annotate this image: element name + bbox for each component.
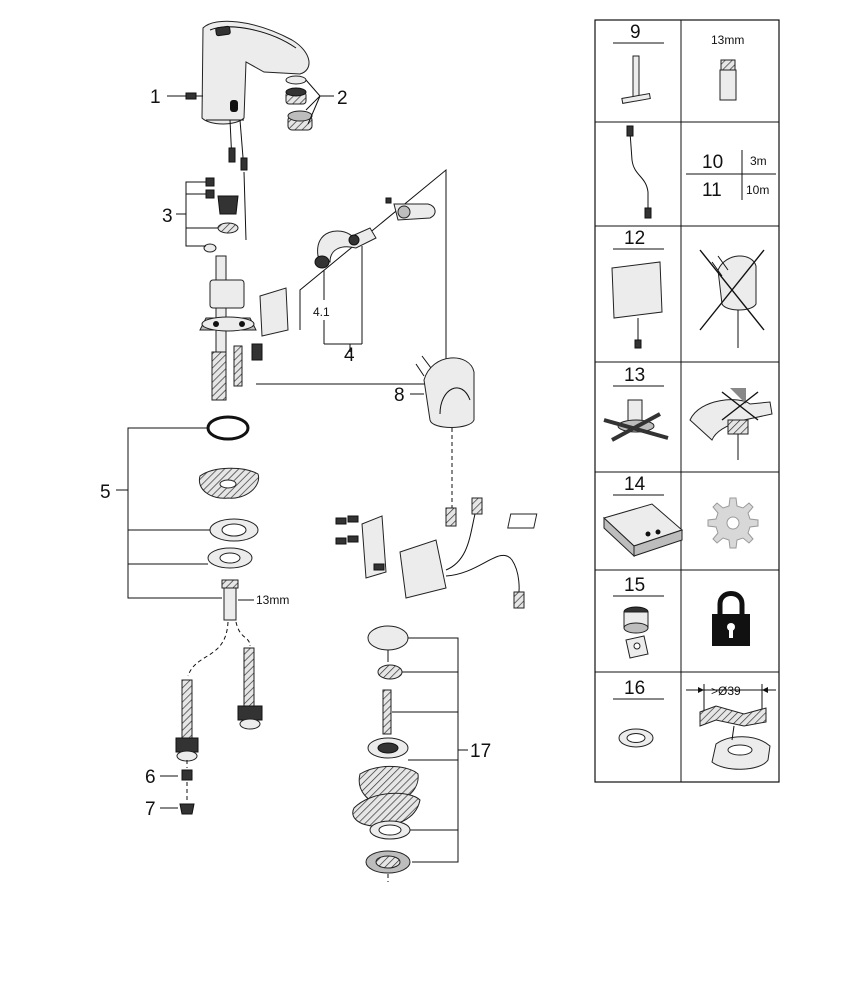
callout-6: 6 — [145, 767, 156, 788]
callout-17: 17 — [470, 741, 491, 762]
faucet-body — [201, 20, 310, 125]
power-supply-crossed-out — [711, 255, 757, 348]
table-length-3m: 3m — [750, 154, 767, 168]
fixing-screws — [203, 177, 239, 253]
table-number-10: 10 — [702, 152, 723, 173]
callout-2: 2 — [337, 88, 348, 109]
mounting-assembly — [199, 255, 257, 401]
aerator-parts — [285, 75, 313, 131]
seal-and-washers — [198, 415, 260, 621]
table-number-11: 11 — [702, 180, 722, 201]
seal-kit-spare — [623, 606, 649, 659]
gear-icon — [707, 497, 759, 549]
table-dimension-39: >Ø39 — [711, 684, 741, 698]
table-number-12: 12 — [624, 228, 645, 249]
washer-spare — [618, 728, 654, 748]
battery-box-spare — [611, 261, 663, 349]
label-13mm-wrench: 13mm — [256, 593, 289, 607]
extension-cable — [626, 125, 652, 219]
sensor-cables — [228, 119, 248, 241]
battery-box-assembly — [335, 497, 525, 609]
remote-control-spare — [507, 503, 683, 558]
table-number-16: 16 — [624, 678, 645, 699]
flexible-hoses — [175, 621, 263, 815]
table-number-9: 9 — [630, 22, 641, 43]
callout-3: 3 — [162, 206, 173, 227]
table-length-10m: 10m — [746, 183, 769, 197]
table-number-14: 14 — [624, 474, 646, 495]
callout-4-1: 4.1 — [313, 305, 330, 319]
table-size-13mm: 13mm — [711, 33, 744, 47]
waste-set — [352, 625, 421, 882]
table-number-13: 13 — [624, 365, 645, 386]
callout-8: 8 — [394, 385, 405, 406]
table-number-15: 15 — [624, 575, 645, 596]
mixer-adjustment-crossed-out — [689, 388, 773, 460]
grub-screw — [185, 92, 203, 100]
basin-cutaway — [699, 705, 771, 770]
crossed-out-icon — [699, 249, 765, 331]
callout-5: 5 — [100, 482, 111, 503]
socket-wrench-tool — [719, 59, 737, 101]
mounting-kit-spare — [603, 399, 669, 442]
callout-4: 4 — [344, 345, 355, 366]
power-supply — [415, 355, 475, 527]
callout-7: 7 — [145, 799, 156, 820]
bracket-parts — [251, 287, 289, 361]
hex-key-tool — [621, 55, 651, 104]
dimension-marker — [686, 684, 776, 712]
callout-1: 1 — [150, 87, 161, 108]
spares-table — [594, 19, 780, 783]
mixer-set — [256, 168, 447, 385]
padlock-icon — [712, 591, 750, 646]
